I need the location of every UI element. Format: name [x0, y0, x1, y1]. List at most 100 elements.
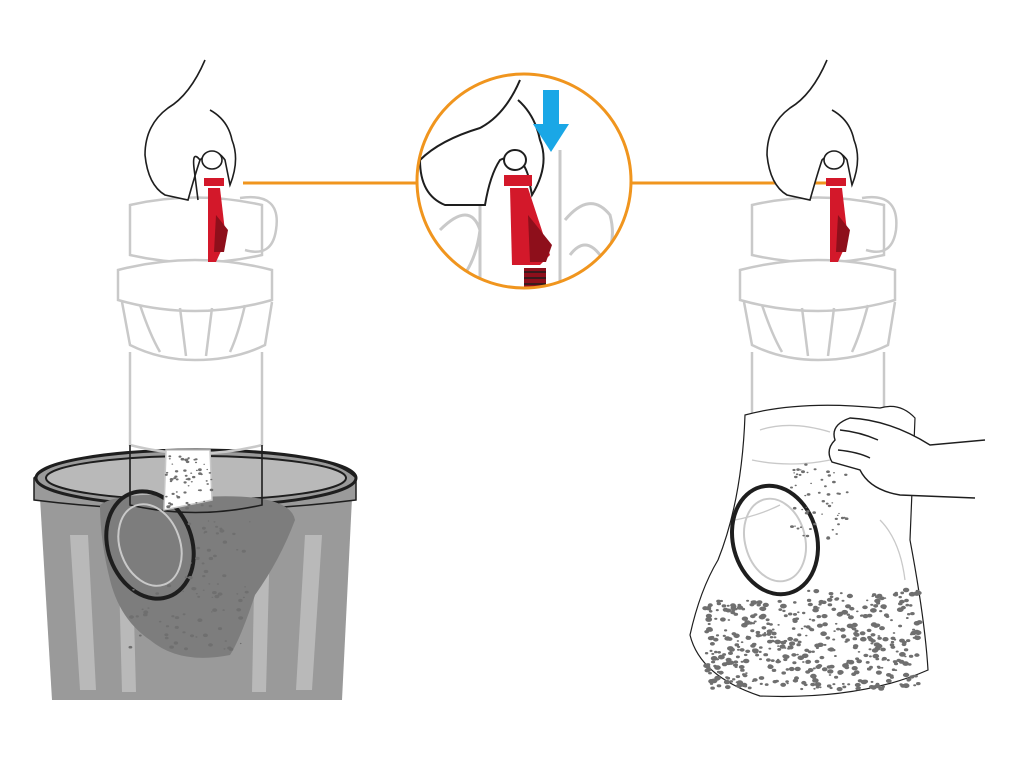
debris-speck: [833, 630, 836, 632]
debris-speck: [182, 613, 186, 616]
debris-speck: [750, 614, 756, 619]
debris-speck: [807, 589, 811, 593]
debris-speck: [198, 472, 202, 475]
debris-speck: [135, 615, 139, 618]
debris-speck: [733, 660, 739, 664]
debris-speck: [785, 668, 790, 671]
debris-speck: [870, 603, 874, 606]
debris-speck: [831, 528, 834, 531]
debris-speck: [219, 529, 225, 533]
debris-speck: [825, 502, 829, 505]
debris-speck: [195, 502, 198, 504]
debris-speck: [183, 469, 187, 472]
debris-speck: [180, 457, 185, 461]
debris-speck: [768, 640, 771, 643]
debris-speck: [824, 485, 827, 488]
debris-speck: [908, 654, 914, 658]
debris-speck: [763, 632, 767, 634]
hand-icon: [144, 59, 237, 201]
bag-bin-base: [730, 483, 820, 597]
debris-speck: [894, 591, 898, 595]
debris-speck: [709, 642, 715, 646]
red-release-lever-icon-right: [826, 178, 850, 262]
debris-speck: [902, 672, 910, 678]
debris-speck: [799, 526, 803, 528]
debris-speck: [756, 600, 763, 605]
debris-speck: [241, 549, 246, 553]
debris-speck: [187, 576, 193, 580]
debris-speck: [727, 619, 731, 621]
debris-speck: [743, 658, 750, 664]
debris-speck: [792, 613, 798, 616]
debris-speck: [758, 614, 766, 620]
debris-speck: [894, 669, 898, 672]
debris-speck: [777, 599, 782, 603]
debris-speck: [796, 653, 799, 656]
debris-speck: [783, 654, 790, 659]
debris-speck: [877, 666, 881, 669]
debris-speck: [885, 678, 892, 683]
debris-speck: [914, 653, 920, 657]
debris-speck: [909, 675, 915, 679]
debris-speck: [244, 590, 249, 594]
debris-speck: [711, 652, 715, 655]
debris-speck: [770, 659, 775, 662]
dust-bin-top-ring: [128, 196, 264, 264]
debris-speck: [212, 591, 217, 595]
debris-speck: [879, 610, 883, 613]
debris-speck: [826, 536, 830, 539]
debris-speck: [905, 603, 910, 607]
debris-speck: [742, 673, 748, 678]
debris-speck: [780, 682, 787, 687]
debris-speck: [906, 679, 911, 682]
debris-speck: [822, 622, 828, 627]
debris-speck: [852, 645, 858, 650]
debris-speck: [168, 505, 171, 507]
dust-bin-cylinder: [128, 352, 264, 455]
debris-speck: [165, 625, 170, 628]
debris-speck: [782, 609, 786, 613]
debris-speck: [812, 667, 816, 670]
debris-speck: [807, 668, 814, 673]
debris-speck: [793, 601, 797, 604]
debris-speck: [750, 600, 758, 605]
debris-speck: [175, 478, 179, 481]
debris-speck: [794, 617, 800, 621]
debris-speck: [787, 636, 794, 641]
debris-speck: [912, 636, 916, 639]
debris-speck: [197, 489, 201, 492]
left-panel-empty-into-bin: [33, 59, 358, 700]
debris-speck: [839, 592, 843, 595]
debris-speck: [208, 504, 213, 508]
debris-speck: [716, 684, 722, 688]
dust-bin-cones: [120, 301, 274, 362]
debris-speck: [827, 474, 831, 477]
debris-speck: [195, 636, 198, 638]
debris-speck: [826, 597, 833, 602]
debris-speck: [202, 633, 208, 638]
debris-speck: [215, 525, 219, 528]
debris-speck: [174, 475, 178, 478]
debris-speck: [762, 602, 769, 608]
debris-speck: [713, 637, 719, 642]
debris-speck: [132, 588, 135, 591]
debris-speck: [758, 650, 762, 654]
debris-speck: [814, 643, 821, 648]
debris-speck: [826, 493, 831, 496]
debris-speck: [735, 655, 740, 659]
debris-speck: [164, 633, 169, 637]
debris-speck: [806, 471, 809, 474]
debris-speck: [882, 637, 889, 642]
debris-speck: [164, 473, 168, 476]
debris-speck: [840, 634, 847, 639]
debris-speck: [829, 686, 833, 690]
debris-speck: [877, 594, 881, 598]
debris-speck: [890, 640, 895, 644]
debris-speck: [244, 586, 247, 588]
debris-speck: [836, 612, 843, 617]
debris-speck: [217, 627, 223, 631]
debris-speck: [826, 684, 832, 688]
debris-speck: [778, 608, 783, 611]
debris-speck: [169, 478, 174, 481]
debris-speck: [809, 628, 815, 632]
